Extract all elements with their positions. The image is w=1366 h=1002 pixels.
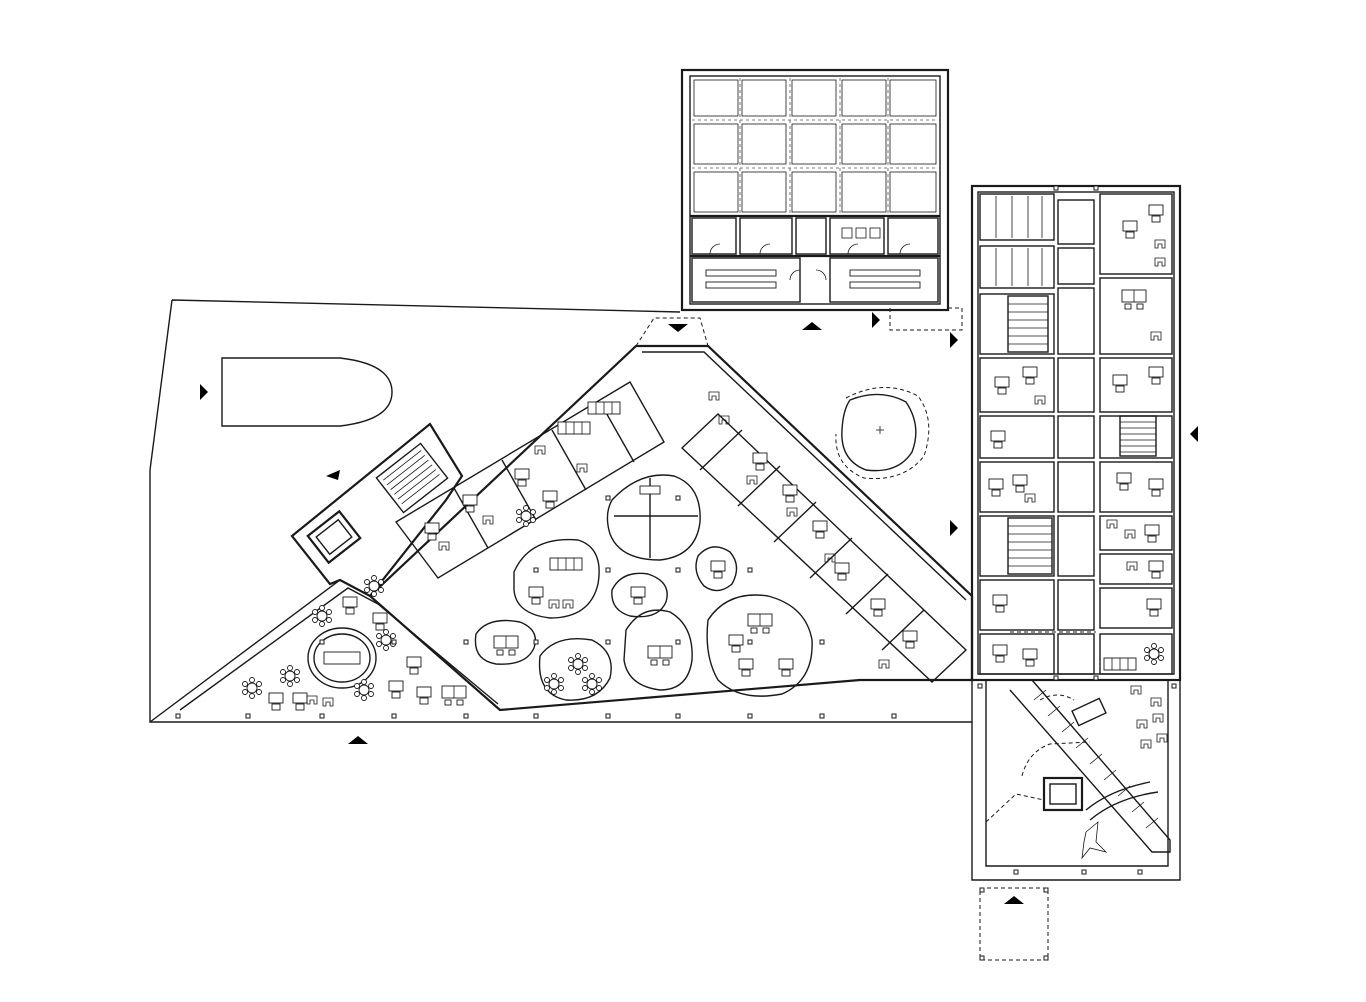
entrance-arrow-icon bbox=[950, 332, 958, 348]
entrance-markers bbox=[200, 312, 1198, 904]
columns bbox=[175, 185, 1177, 961]
furniture bbox=[242, 204, 1168, 860]
entrance-arrow-icon bbox=[802, 322, 822, 330]
entrance-arrow-icon bbox=[326, 470, 340, 480]
entrance-arrow-icon bbox=[200, 384, 208, 400]
southeast-atrium bbox=[985, 679, 1171, 867]
entrance-arrow-icon bbox=[872, 312, 880, 328]
entrance-arrow-icon bbox=[1190, 426, 1198, 442]
north-canopy bbox=[635, 317, 709, 347]
site-boundary bbox=[149, 299, 1181, 881]
north-building bbox=[680, 68, 950, 312]
entrance-arrow-icon bbox=[1004, 896, 1024, 904]
entrance-arrow-icon bbox=[348, 736, 368, 744]
parked-vehicle-outline bbox=[221, 357, 393, 427]
west-wing bbox=[149, 422, 501, 723]
east-building bbox=[889, 184, 1182, 682]
entrance-arrow-icon bbox=[950, 520, 958, 536]
entrance-arrow-icon bbox=[668, 324, 688, 332]
